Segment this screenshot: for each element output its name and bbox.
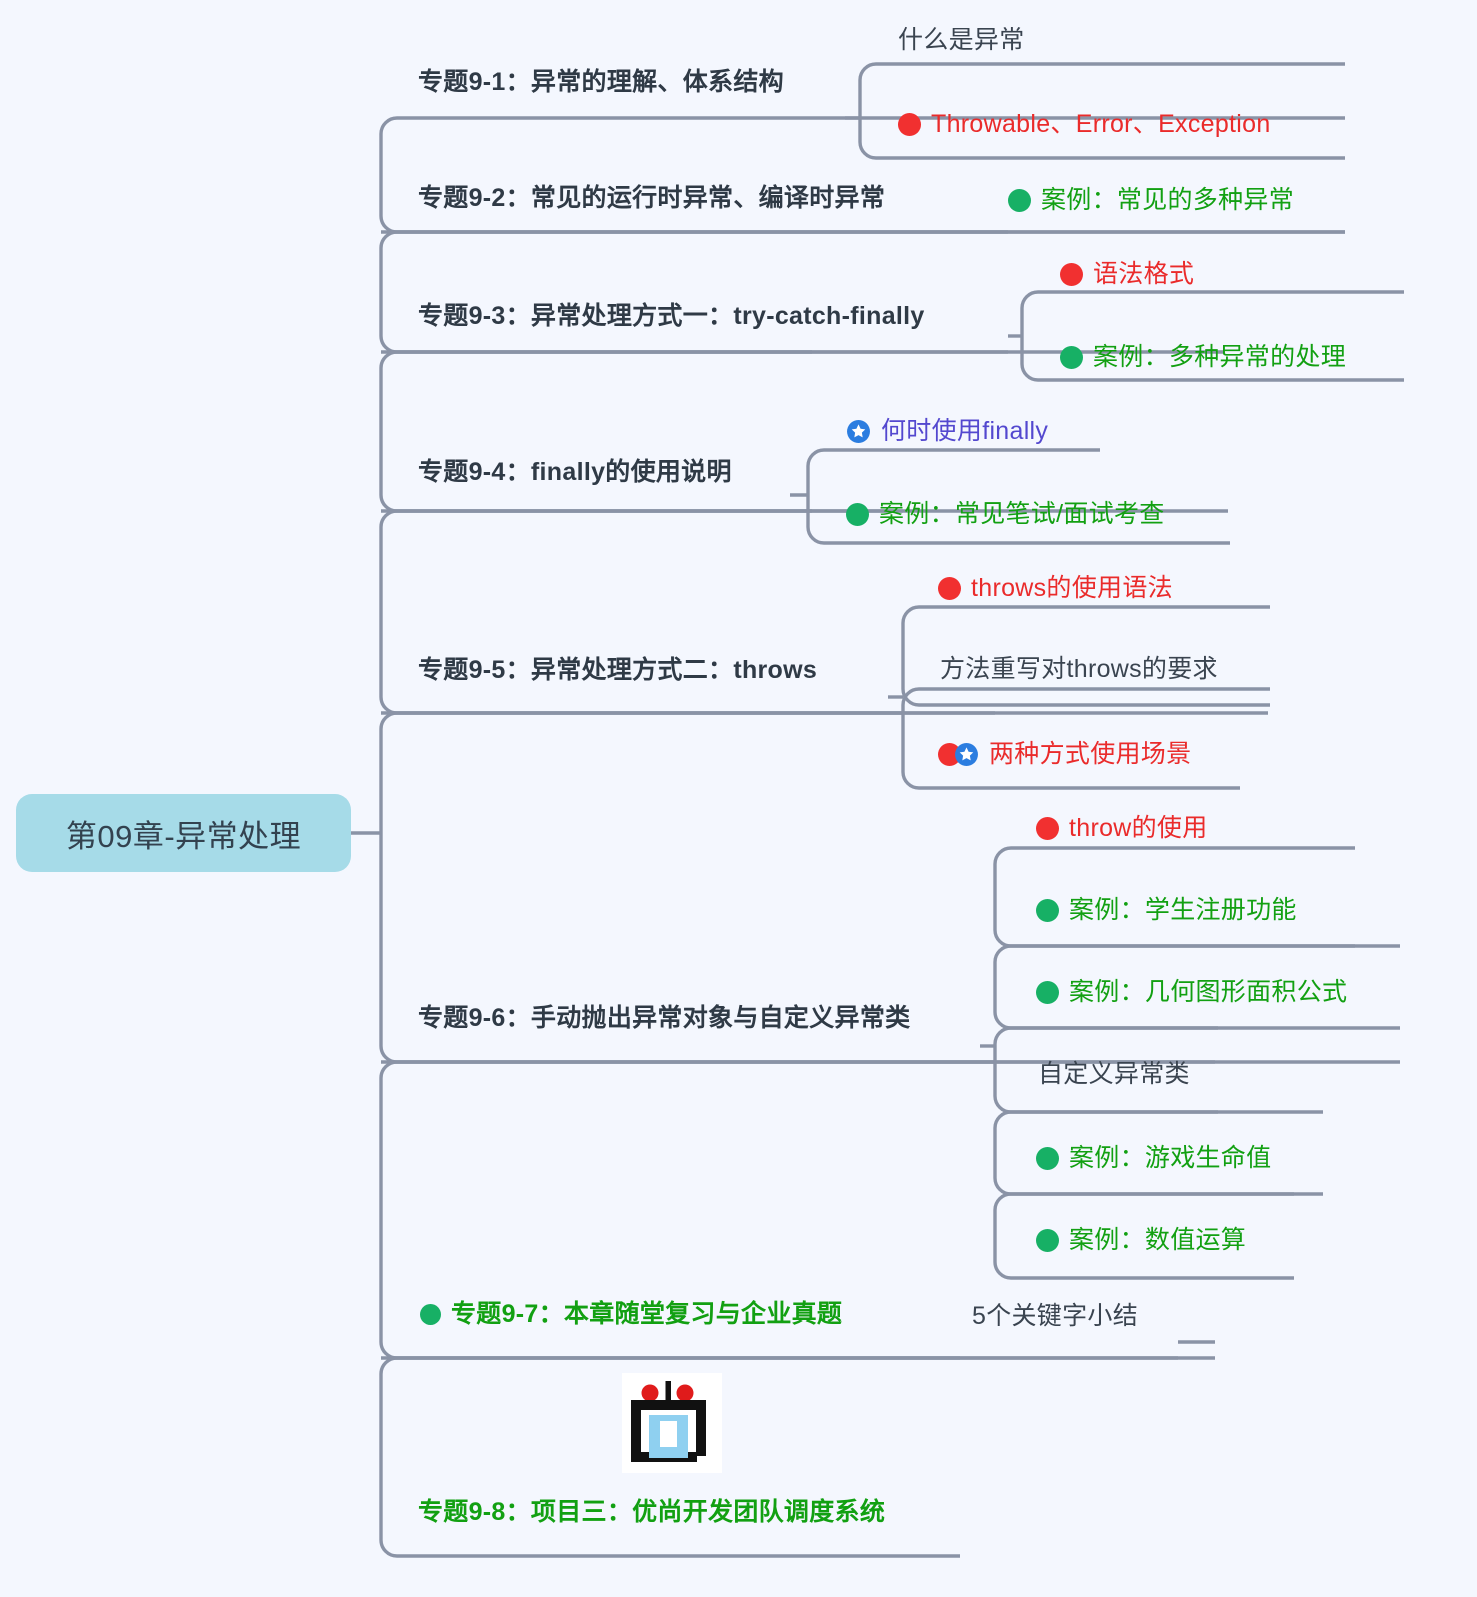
leaf-icons bbox=[938, 742, 979, 767]
leaf-five-keywords-summary[interactable]: 5个关键字小结 bbox=[972, 1304, 1138, 1329]
leaf-label: 案例：游戏生命值 bbox=[1069, 1144, 1272, 1172]
topic-9-5-label: 专题9-5：异常处理方式二：throws bbox=[418, 656, 818, 684]
leaf-when-to-use-finally[interactable]: 何时使用finally bbox=[846, 419, 1048, 444]
leaf-icons bbox=[1036, 1147, 1059, 1170]
leaf-icons bbox=[1060, 346, 1083, 369]
leaf-what-is-exception[interactable]: 什么是异常 bbox=[898, 28, 1025, 53]
leaf-label: 两种方式使用场景 bbox=[989, 740, 1192, 768]
root-node[interactable]: 第09章-异常处理 bbox=[16, 794, 351, 872]
topic-9-4[interactable]: 专题9-4：finally的使用说明 bbox=[418, 460, 732, 485]
leaf-label: Throwable、Error、Exception bbox=[931, 110, 1271, 138]
leaf-label: throws的使用语法 bbox=[971, 574, 1173, 602]
topic-9-7-icons bbox=[420, 1304, 441, 1325]
leaf-geometry-area-case[interactable]: 案例：几何图形面积公式 bbox=[1036, 980, 1347, 1005]
leaf-override-throws-requirement[interactable]: 方法重写对throws的要求 bbox=[940, 657, 1218, 682]
green-dot-icon bbox=[1036, 1229, 1059, 1252]
leaf-icons bbox=[938, 577, 961, 600]
blue-star-icon bbox=[846, 419, 871, 444]
red-dot-icon bbox=[938, 577, 961, 600]
topic-9-2[interactable]: 专题9-2：常见的运行时异常、编译时异常 bbox=[418, 186, 885, 211]
leaf-label: 案例：数值运算 bbox=[1069, 1226, 1247, 1254]
topic-9-2-label: 专题9-2：常见的运行时异常、编译时异常 bbox=[418, 184, 886, 212]
leaf-icons bbox=[1036, 899, 1059, 922]
leaf-icons bbox=[898, 113, 921, 136]
green-dot-icon bbox=[420, 1304, 441, 1325]
green-dot-icon bbox=[1036, 1147, 1059, 1170]
leaf-icons bbox=[846, 419, 871, 444]
topic-9-5[interactable]: 专题9-5：异常处理方式二：throws bbox=[418, 658, 817, 683]
green-dot-icon bbox=[1060, 346, 1083, 369]
leaf-label: 案例：常见的多种异常 bbox=[1041, 186, 1295, 214]
topic-9-1[interactable]: 专题9-1：异常的理解、体系结构 bbox=[418, 70, 784, 95]
leaf-label: 方法重写对throws的要求 bbox=[940, 655, 1218, 683]
topic-9-7[interactable]: 专题9-7：本章随堂复习与企业真题 bbox=[420, 1302, 842, 1327]
red-dot-icon bbox=[1060, 263, 1083, 286]
leaf-label: 什么是异常 bbox=[898, 26, 1025, 54]
red-dot-icon bbox=[938, 743, 961, 766]
leaf-student-register-case[interactable]: 案例：学生注册功能 bbox=[1036, 898, 1297, 923]
leaf-written-interview-case[interactable]: 案例：常见笔试/面试考查 bbox=[846, 502, 1165, 527]
topic-9-1-label: 专题9-1：异常的理解、体系结构 bbox=[418, 68, 784, 96]
leaf-throwable-error-exception[interactable]: Throwable、Error、Exception bbox=[898, 112, 1271, 137]
leaf-game-hp-case[interactable]: 案例：游戏生命值 bbox=[1036, 1146, 1271, 1171]
green-dot-icon bbox=[1036, 899, 1059, 922]
leaf-icons bbox=[1008, 189, 1031, 212]
topic-9-8[interactable]: 专题9-8：项目三：优尚开发团队调度系统 bbox=[418, 1500, 885, 1525]
green-dot-icon bbox=[1008, 189, 1031, 212]
green-dot-icon bbox=[846, 503, 869, 526]
leaf-icons bbox=[1060, 263, 1083, 286]
leaf-icons bbox=[1036, 1229, 1059, 1252]
topic-9-6-label: 专题9-6：手动抛出异常对象与自定义异常类 bbox=[418, 1004, 911, 1032]
leaf-label: 5个关键字小结 bbox=[972, 1302, 1139, 1330]
leaf-common-exceptions-case[interactable]: 案例：常见的多种异常 bbox=[1008, 188, 1294, 213]
topic-9-3[interactable]: 专题9-3：异常处理方式一：try-catch-finally bbox=[418, 304, 925, 329]
leaf-icons bbox=[1036, 817, 1059, 840]
topic-9-4-label: 专题9-4：finally的使用说明 bbox=[418, 458, 732, 486]
leaf-throw-usage[interactable]: throw的使用 bbox=[1036, 816, 1208, 841]
leaf-label: 案例：几何图形面积公式 bbox=[1069, 978, 1348, 1006]
leaf-label: 何时使用finally bbox=[881, 417, 1049, 445]
leaf-two-approach-scenarios[interactable]: 两种方式使用场景 bbox=[938, 742, 1191, 767]
leaf-label: throw的使用 bbox=[1069, 814, 1208, 842]
root-label: 第09章-异常处理 bbox=[65, 818, 302, 854]
leaf-label: 案例：学生注册功能 bbox=[1069, 896, 1297, 924]
leaf-custom-exception-class[interactable]: 自定义异常类 bbox=[1038, 1062, 1190, 1087]
topic-9-6[interactable]: 专题9-6：手动抛出异常对象与自定义异常类 bbox=[418, 1006, 910, 1031]
leaf-label: 案例：常见笔试/面试考查 bbox=[879, 500, 1165, 528]
leaf-numeric-operation-case[interactable]: 案例：数值运算 bbox=[1036, 1228, 1246, 1253]
topic-9-8-label: 专题9-8：项目三：优尚开发团队调度系统 bbox=[418, 1498, 886, 1526]
leaf-label: 语法格式 bbox=[1093, 260, 1195, 288]
leaf-icons bbox=[846, 503, 869, 526]
topic-9-7-label: 专题9-7：本章随堂复习与企业真题 bbox=[451, 1300, 843, 1328]
leaf-icons bbox=[1036, 981, 1059, 1004]
shang-logo-icon bbox=[622, 1373, 722, 1473]
red-dot-icon bbox=[1036, 817, 1059, 840]
leaf-label: 自定义异常类 bbox=[1038, 1060, 1190, 1088]
leaf-syntax-format[interactable]: 语法格式 bbox=[1060, 262, 1194, 287]
leaf-multiple-exception-handling-case[interactable]: 案例：多种异常的处理 bbox=[1060, 345, 1346, 370]
blue-star-icon bbox=[954, 742, 979, 767]
red-dot-icon bbox=[898, 113, 921, 136]
leaf-throws-syntax[interactable]: throws的使用语法 bbox=[938, 576, 1173, 601]
leaf-label: 案例：多种异常的处理 bbox=[1093, 343, 1347, 371]
topic-9-3-label: 专题9-3：异常处理方式一：try-catch-finally bbox=[418, 302, 925, 330]
green-dot-icon bbox=[1036, 981, 1059, 1004]
